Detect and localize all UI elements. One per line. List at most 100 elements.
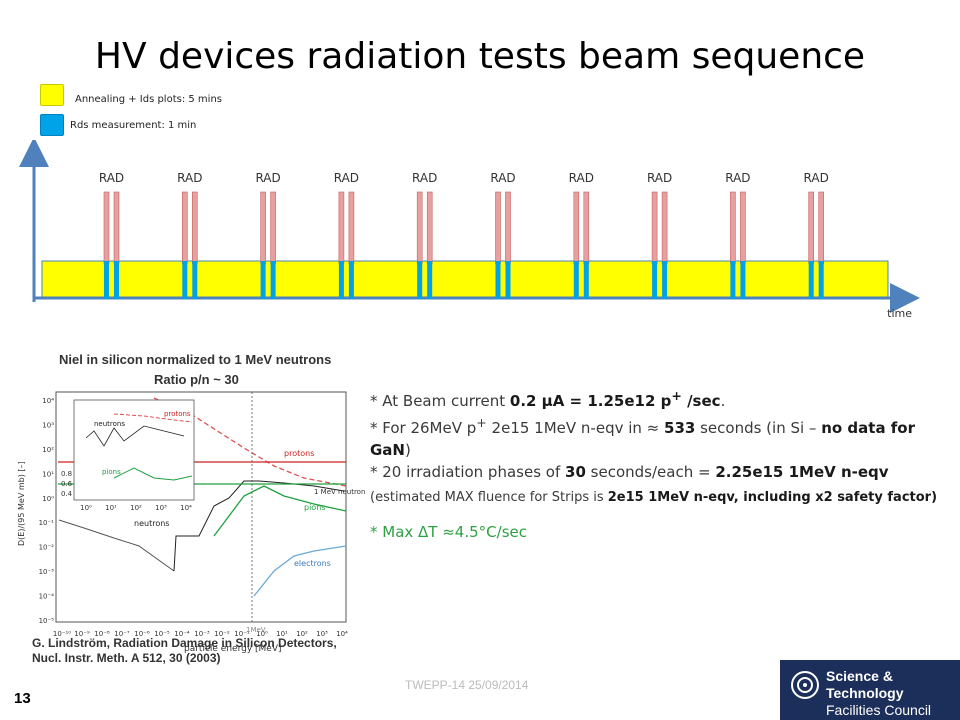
- rad-pulse: [651, 191, 658, 265]
- y-tick-label: 10⁻²: [39, 544, 55, 552]
- rds-measurement: [573, 261, 579, 299]
- damage-annotation-text: 1 MeV neutron equivalent damage: [314, 488, 366, 496]
- slide-title: HV devices radiation tests beam sequence: [94, 36, 866, 77]
- x-tick-label: 10⁰: [256, 630, 268, 638]
- rds-measurement: [104, 261, 109, 299]
- x-tick-label: 10⁻⁶: [134, 630, 150, 638]
- inset-x-tick-label: 10⁰: [80, 504, 92, 512]
- rds-measurement: [338, 261, 344, 299]
- citation-line-1: G. Lindström, Radiation Damage in Silico…: [32, 636, 337, 650]
- electron-curve: [253, 545, 347, 597]
- note-fluence-time: * For 26MeV p+ 2e15 1MeV n-eqv in ≈ 533 …: [370, 415, 916, 459]
- rds-measurement: [583, 261, 589, 299]
- rad-pulse: [182, 191, 188, 265]
- rds-legend-swatch: [40, 114, 64, 136]
- rad-pulse: [661, 191, 668, 265]
- page-number: 13: [14, 690, 31, 707]
- rds-legend-label: Rds measurement: 1 min: [70, 120, 197, 131]
- note-beam-current: * At Beam current 0.2 µA = 1.25e12 p+ /s…: [370, 388, 726, 410]
- x-tick-label: 10⁻¹: [234, 630, 250, 638]
- rad-pulse: [573, 191, 580, 265]
- x-tick-label: 10³: [316, 630, 328, 638]
- y-tick-label: 10²: [42, 446, 54, 454]
- pions-curve-label: pions: [304, 503, 325, 512]
- stfc-name-line-1: Science & Technology: [826, 668, 904, 701]
- stfc-logo-banner: Science & Technology Facilities Council: [780, 660, 960, 720]
- y-tick-label: 10¹: [42, 470, 54, 478]
- rad-pulse: [495, 191, 501, 265]
- rad-label: RAD: [334, 171, 359, 185]
- rad-label: RAD: [412, 171, 437, 185]
- rad-pulse: [730, 191, 736, 265]
- rds-measurement: [505, 261, 511, 299]
- rad-pulse: [348, 191, 355, 265]
- inset-x-tick-label: 10¹: [105, 504, 117, 512]
- rds-measurement: [495, 261, 501, 299]
- inset-ytick-2: 0.6: [61, 480, 73, 488]
- rad-pulse: [270, 191, 276, 265]
- rad-pulse: [426, 191, 433, 265]
- inset-x-tick-label: 10³: [155, 504, 167, 512]
- inset-neutrons-label: neutrons: [94, 420, 125, 428]
- rad-label: RAD: [569, 171, 594, 185]
- stfc-logo-icon: [791, 671, 819, 699]
- rad-label: RAD: [725, 171, 750, 185]
- note-max-temperature: * Max ΔT ≈4.5°C/sec: [370, 523, 527, 541]
- rds-measurement: [740, 261, 746, 299]
- y-tick-label: 10⁻³: [39, 568, 55, 576]
- notes-text: * At Beam current 0.2 µA = 1.25e12 p+ /s…: [370, 385, 950, 543]
- rad-pulse: [113, 191, 120, 265]
- rad-label: RAD: [99, 171, 124, 185]
- rds-measurement: [182, 261, 188, 299]
- rds-measurement: [192, 261, 198, 299]
- figure-citation: G. Lindström, Radiation Damage in Silico…: [32, 636, 337, 666]
- rds-measurement: [652, 261, 658, 299]
- x-tick-label: 10⁻⁷: [114, 630, 130, 638]
- rds-measurement: [114, 261, 119, 299]
- x-tick-label: 10⁻¹⁰: [53, 630, 71, 638]
- rad-label: RAD: [177, 171, 202, 185]
- rds-measurement: [808, 261, 814, 299]
- inset-ytick-3: 0.4: [61, 490, 73, 498]
- rds-measurement: [270, 261, 276, 299]
- y-tick-label: 10⁻⁴: [39, 593, 55, 601]
- x-tick-label: 10⁻³: [194, 630, 210, 638]
- rds-measurement: [730, 261, 736, 299]
- rad-pulse: [740, 191, 746, 265]
- x-tick-label: 10⁻⁹: [74, 630, 90, 638]
- rds-measurement: [348, 261, 354, 299]
- rad-pulse: [808, 191, 815, 265]
- figure-subtitle: Ratio p/n ~ 30: [154, 372, 239, 387]
- inset-pions-label: pions: [102, 468, 121, 476]
- rds-measurement: [427, 261, 433, 299]
- inset-protons-label: protons: [164, 410, 191, 418]
- inset-protons: [113, 413, 193, 423]
- neutron-curve-main: [58, 519, 175, 572]
- inset-neutrons: [85, 425, 185, 447]
- protons-curve-label: protons: [284, 449, 314, 458]
- rad-pulse: [103, 191, 110, 265]
- stfc-name: Science & Technology Facilities Council: [826, 668, 960, 719]
- y-tick-label: 10⁰: [42, 495, 54, 503]
- x-tick-label: 10⁻²: [214, 630, 230, 638]
- rad-label: RAD: [804, 171, 829, 185]
- rad-pulse: [192, 191, 198, 265]
- inset-box: [73, 399, 195, 501]
- figure-title: Niel in silicon normalized to 1 MeV neut…: [59, 352, 332, 367]
- x-tick-label: 10⁻⁸: [94, 630, 110, 638]
- damage-annotation: 1 MeV neutron equivalent damage: [314, 488, 366, 496]
- rds-measurement: [417, 261, 423, 299]
- y-tick-label: 10³: [42, 421, 54, 429]
- y-tick-label: 10⁴: [42, 397, 54, 405]
- annealing-bar: [41, 260, 889, 300]
- x-tick-label: 10⁴: [336, 630, 348, 638]
- rds-measurement: [260, 261, 266, 299]
- rad-pulse: [338, 191, 345, 265]
- inset-ytick-1: 0.8: [61, 470, 72, 478]
- rad-label: RAD: [490, 171, 515, 185]
- pion-curve: [213, 485, 347, 537]
- annealing-legend-swatch: [40, 84, 64, 106]
- y-tick-label: 10⁻⁵: [39, 617, 55, 625]
